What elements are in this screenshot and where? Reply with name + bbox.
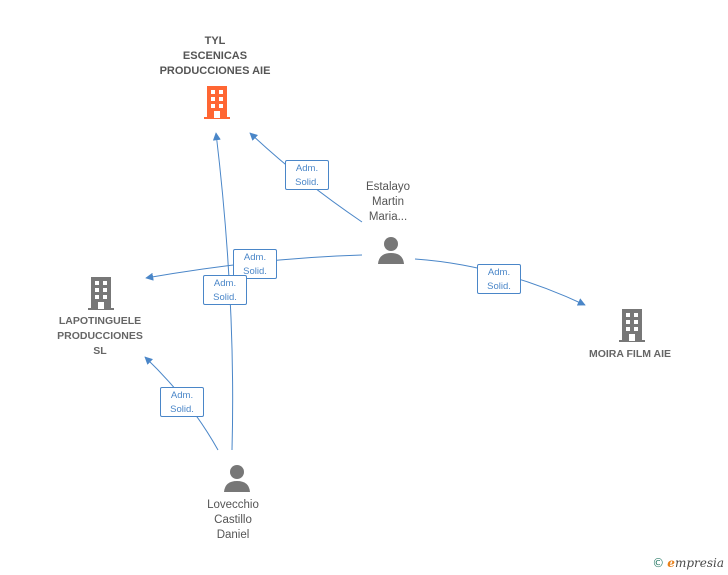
company-label-lapotinguele[interactable]: LAPOTINGUELE PRODUCCIONES SL bbox=[57, 315, 143, 357]
copyright-icon: © bbox=[652, 556, 665, 570]
company-label-tyl[interactable]: TYL ESCENICAS PRODUCCIONES AIE bbox=[159, 35, 271, 77]
edge-label-lovecchio-lapotinguele: Adm. Solid. bbox=[160, 387, 204, 417]
edge-label-estalayo-tyl: Adm. Solid. bbox=[285, 160, 329, 190]
edge-label-estalayo-lapotinguele: Adm. Solid. bbox=[233, 249, 277, 279]
brand-watermark: ©empresia bbox=[652, 556, 724, 570]
person-icon-estalayo[interactable] bbox=[376, 235, 406, 265]
building-icon-lapotinguele[interactable] bbox=[86, 275, 116, 311]
edge-label-estalayo-moira: Adm. Solid. bbox=[477, 264, 521, 294]
edge-label-lovecchio-tyl: Adm. Solid. bbox=[203, 275, 247, 305]
company-label-moira[interactable]: MOIRA FILM AIE bbox=[588, 348, 672, 360]
person-label-estalayo[interactable]: Estalayo Martin Maria... bbox=[365, 181, 411, 223]
brand-name: mpresia bbox=[674, 556, 724, 570]
building-icon-tyl[interactable] bbox=[202, 84, 232, 120]
brand-initial: e bbox=[667, 556, 675, 570]
building-icon-moira[interactable] bbox=[617, 307, 647, 343]
person-icon-lovecchio[interactable] bbox=[222, 463, 252, 493]
person-label-lovecchio[interactable]: Lovecchio Castillo Daniel bbox=[207, 499, 259, 541]
